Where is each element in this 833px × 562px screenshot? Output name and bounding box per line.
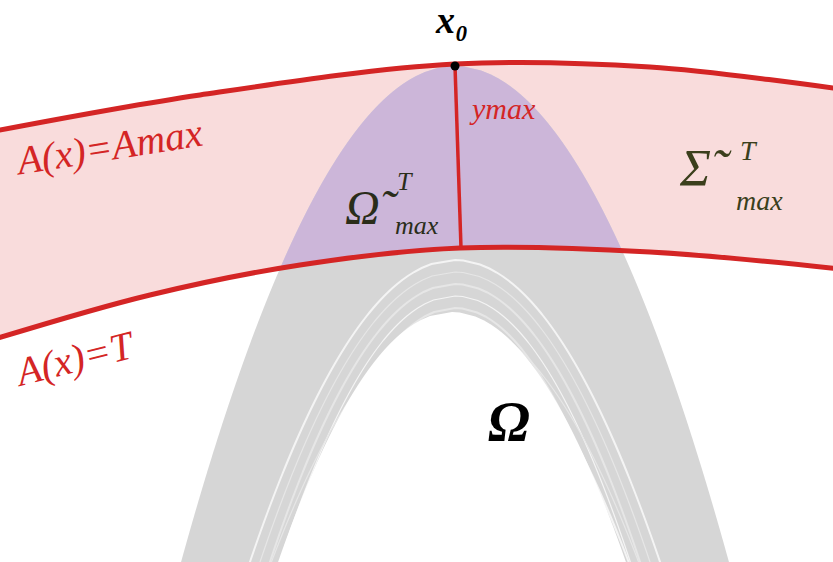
subscript: max	[736, 186, 783, 217]
region-name: Ω	[488, 392, 530, 454]
superscript: T	[740, 136, 756, 167]
height-line	[455, 66, 461, 248]
label-holder: Ω̃	[345, 182, 380, 235]
label-holder: x₀	[436, 0, 468, 42]
label-holder: Σ̃	[680, 140, 711, 197]
label-holder: max	[736, 186, 783, 217]
texture-arc	[258, 284, 653, 562]
point-name: x₀	[436, 0, 468, 42]
label-holder: A(x)=T	[12, 323, 137, 394]
label-holder: max	[395, 212, 438, 241]
height-label: ymax	[472, 92, 535, 125]
region-name: Ω̃	[345, 182, 380, 235]
label-holder: T	[397, 168, 411, 197]
label-holder: Ω	[488, 392, 530, 454]
curve-label: A(x)=T	[12, 323, 137, 394]
superscript: T	[397, 168, 411, 197]
omega-region	[171, 66, 739, 562]
apex-point	[451, 62, 460, 71]
texture-arc	[248, 272, 663, 562]
omega-inner-region	[265, 312, 638, 562]
omega-texture	[237, 260, 672, 562]
subscript: max	[395, 212, 438, 241]
omega-max-region	[171, 66, 739, 562]
region-name: Σ̃	[680, 140, 711, 197]
level-curve	[0, 62, 833, 131]
label-holder: ymax	[472, 92, 535, 125]
label-holder: T	[740, 136, 756, 167]
texture-arc	[237, 260, 672, 562]
